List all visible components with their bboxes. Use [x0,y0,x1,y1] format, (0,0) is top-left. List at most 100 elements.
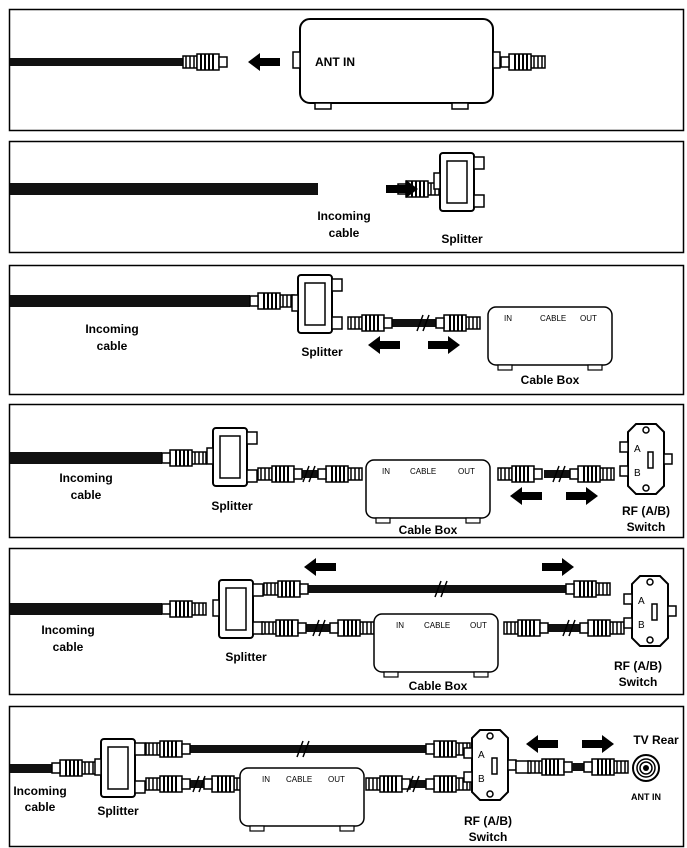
coax-cable-segment [572,763,586,771]
coax-connector [249,292,295,310]
left-arrow-icon [526,735,558,753]
incoming-coax-cable [10,452,162,464]
incoming-label-line2: cable [53,640,84,654]
incoming-coax-cable [10,295,250,307]
incoming-label-line1: Incoming [59,471,112,485]
splitter-device [291,274,343,334]
cable-box-in-label: IN [382,467,390,476]
coax-connector [347,314,393,332]
ant-in-label: ANT IN [315,55,355,69]
cable-box-cable-label: CABLE [286,775,312,784]
coax-connector [182,53,228,71]
left-arrow-icon [510,487,542,505]
switch-label-line2: Switch [627,520,666,534]
coax-connector [257,465,303,483]
coax-connector [161,600,207,618]
switch-b-label: B [478,774,485,785]
switch-a-label: A [634,444,641,455]
left-arrow-icon [368,336,400,354]
coax-connector [583,758,629,776]
incoming-coax-cable [10,183,318,195]
ant-in-label: ANT IN [631,792,661,802]
coax-connector [145,775,191,793]
coax-connector [500,53,546,71]
right-arrow-icon [582,735,614,753]
cable-box-out-label: OUT [470,621,487,630]
splitter-label: Splitter [211,499,253,513]
cable-box-cable-label: CABLE [540,314,566,323]
cable-box-in-label: IN [396,621,404,630]
incoming-label-line1: Incoming [13,784,66,798]
switch-label-line2: Switch [619,675,658,689]
cable-box-in-label: IN [504,314,512,323]
panel-1-frame [8,8,685,132]
coax-cable-segment [372,319,458,327]
panel-3: IN CABLE OUT Incoming cable Splitter Cab… [10,274,613,387]
incoming-label-line2: cable [97,339,128,353]
cable-box-device: IN CABLE OUT [239,767,365,832]
coax-cable-top [302,585,566,593]
coax-connector [261,619,307,637]
tv-ant-in-box: ANT IN [292,18,501,110]
coax-connector [527,758,573,776]
left-arrow-icon [248,53,280,71]
splitter-label: Splitter [225,650,267,664]
tv-ant-in-jack [632,754,660,782]
coax-cable-segment [296,470,326,478]
incoming-label-line1: Incoming [317,209,370,223]
cable-box-label: Cable Box [409,679,468,693]
incoming-label-line2: cable [25,800,56,814]
coax-cable [10,58,185,66]
right-arrow-icon [566,487,598,505]
coax-connector [565,580,611,598]
panel-2: Incoming cable Splitter [10,152,485,246]
incoming-label-line2: cable [71,488,102,502]
panel-1: ANT IN [10,18,546,110]
splitter-device [94,738,146,798]
switch-label-line1: RF (A/B) [622,504,670,518]
panel-6: IN CABLE OUT A B TV Rear ANT IN Incoming… [10,729,679,844]
splitter-device [212,579,264,639]
coax-connector [51,759,97,777]
coax-connector [161,449,207,467]
cable-box-label: Cable Box [521,373,580,387]
incoming-label-line1: Incoming [41,623,94,637]
coax-cable-segment [300,624,340,632]
switch-a-label: A [478,750,485,761]
panel-5: IN CABLE OUT A B Incoming cable Splitter… [10,558,677,693]
panel-6-frame [8,705,685,848]
cable-box-cable-label: CABLE [410,467,436,476]
coax-connector [569,465,615,483]
coax-connector [317,465,363,483]
coax-connector [329,619,375,637]
panel-5-frame [8,547,685,696]
left-arrow-icon [304,558,336,576]
cable-box-device: IN CABLE OUT [487,306,613,371]
coax-cable-segment [544,470,584,478]
right-arrow-icon [428,336,460,354]
splitter-label: Splitter [97,804,139,818]
cable-box-device: IN CABLE OUT [365,459,491,524]
incoming-coax-cable [10,764,52,773]
cable-box-cable-label: CABLE [424,621,450,630]
cable-box-label: Cable Box [399,523,458,537]
cable-box-out-label: OUT [328,775,345,784]
switch-b-label: B [634,468,641,479]
rf-ab-switch: A B [463,729,517,801]
panel-4-frame [8,403,685,539]
rf-ab-switch: A B [619,423,673,495]
rf-ab-switch: A B [623,575,677,647]
coax-connector [579,619,625,637]
cable-box-out-label: OUT [458,467,475,476]
switch-b-label: B [638,620,645,631]
switch-label-line1: RF (A/B) [464,814,512,828]
panel-3-frame [8,264,685,396]
splitter-device [433,152,485,212]
incoming-coax-cable [10,603,162,615]
coax-cable-top [188,745,426,753]
cable-box-out-label: OUT [580,314,597,323]
switch-a-label: A [638,596,645,607]
splitter-device [206,427,258,487]
panel-4: IN CABLE OUT A B Incoming cable Splitter… [10,423,673,537]
